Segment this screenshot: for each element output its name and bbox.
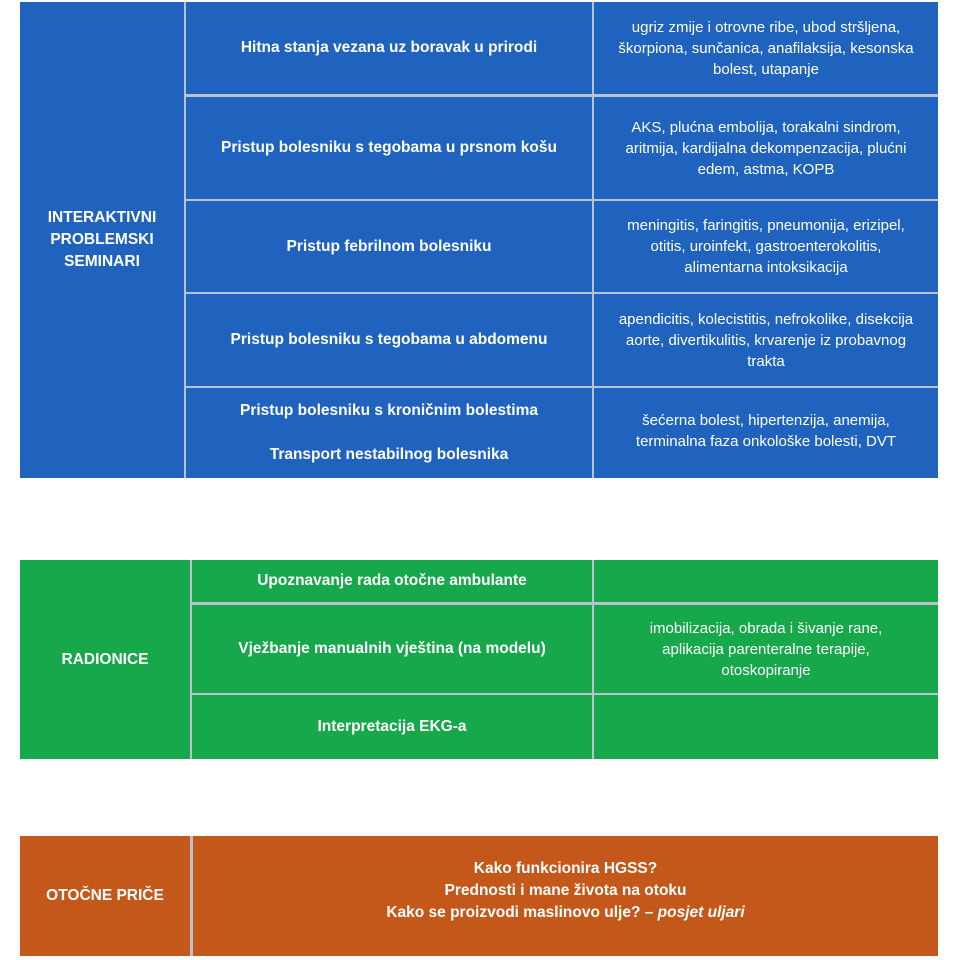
divider xyxy=(186,94,938,97)
seminar-topic-text: Pristup febrilnom bolesniku xyxy=(286,237,492,255)
workshop-topic-text: Upoznavanje rada otočne ambulante xyxy=(257,572,527,589)
seminar-desc-line: AKS, plućna embolija, torakalni sindrom, xyxy=(631,118,901,136)
seminar-topic-4: Pristup bolesniku s tegobama u abdomenu xyxy=(186,294,592,386)
divider xyxy=(592,2,594,478)
seminar-desc-line: šećerna bolest, hipertenzija, anemija, xyxy=(642,412,890,429)
seminars-category-line: INTERAKTIVNI xyxy=(47,209,157,226)
stories-category-text: OTOČNE PRIČE xyxy=(46,887,164,904)
seminar-desc-line: aritmija, kardijalna dekompenzacija, plu… xyxy=(625,139,907,157)
workshop-desc: imobilizacija, obrada i šivanje rane, ap… xyxy=(594,605,938,693)
seminar-topic-1: Hitna stanja vezana uz boravak u prirodi xyxy=(186,2,592,94)
seminar-desc-line: otitis, uroinfekt, gastroenterokolitis, xyxy=(650,238,882,255)
divider xyxy=(186,199,938,201)
workshop-desc-line: imobilizacija, obrada i šivanje rane, xyxy=(649,619,883,637)
seminar-desc-line: škorpiona, sunčanica, anafilaksija, keso… xyxy=(618,39,914,57)
seminar-desc-line: alimentarna intoksikacija xyxy=(684,259,848,276)
seminar-desc-line: trakta xyxy=(747,352,785,370)
workshops-category-text: RADIONICE xyxy=(61,650,149,668)
seminar-topic-5: Pristup bolesniku s kroničnim bolestima … xyxy=(186,388,592,478)
divider xyxy=(190,836,193,956)
divider xyxy=(186,292,938,294)
seminar-topic-2: Pristup bolesniku s tegobama u prsnom ko… xyxy=(186,97,592,199)
seminar-desc-4: apendicitis, kolecistitis, nefrokolike, … xyxy=(594,294,938,386)
seminar-desc-line: meningitis, faringitis, pneumonija, eriz… xyxy=(627,217,905,234)
divider xyxy=(190,560,192,759)
seminars-category-line: SEMINARI xyxy=(64,253,140,270)
seminar-topic-text: Pristup bolesniku s tegobama u abdomenu xyxy=(230,331,548,348)
divider xyxy=(186,386,938,388)
story-visit-text: posjet uljari xyxy=(657,904,745,921)
seminar-desc-line: bolest, utapanje xyxy=(713,60,819,78)
seminar-desc-line: edem, astma, KOPB xyxy=(697,160,835,178)
seminar-desc-1: ugriz zmije i otrovne ribe, ubod stršlje… xyxy=(594,2,938,94)
seminar-desc-line: terminalna faza onkološke bolesti, DVT xyxy=(635,433,897,450)
stories-category: OTOČNE PRIČE xyxy=(20,836,190,956)
story-line: Kako funkcionira HGSS? xyxy=(473,860,658,877)
workshops-table xyxy=(20,560,938,759)
story-line-text: Kako se proizvodi maslinovo ulje? – xyxy=(386,904,658,921)
seminar-topic-text: Transport nestabilnog bolesnika xyxy=(269,446,509,463)
divider xyxy=(192,693,938,695)
workshop-topic-3: Interpretacija EKG-a xyxy=(192,695,592,759)
seminars-category-line: PROBLEMSKI xyxy=(50,231,154,248)
workshops-category: RADIONICE xyxy=(20,560,190,759)
seminar-desc-line: aorte, divertikulitis, krvarenje iz prob… xyxy=(625,331,907,349)
seminar-desc-2: AKS, plućna embolija, torakalni sindrom,… xyxy=(594,97,938,199)
story-line-with-visit: Kako se proizvodi maslinovo ulje? – posj… xyxy=(386,902,744,924)
workshop-desc-line: otoskopiranje xyxy=(721,661,811,679)
stories-table xyxy=(20,836,938,956)
seminars-table xyxy=(20,2,938,478)
workshop-desc-line: aplikacija parenteralne terapije, xyxy=(662,640,870,658)
seminars-category: INTERAKTIVNI PROBLEMSKI SEMINARI xyxy=(20,2,184,478)
workshop-topic-text: Interpretacija EKG-a xyxy=(317,718,467,735)
seminar-topic-3: Pristup febrilnom bolesniku xyxy=(186,201,592,292)
workshop-topic-text: Vježbanje manualnih vještina (na modelu) xyxy=(238,640,546,657)
seminar-topic-text: Pristup bolesniku s tegobama u prsnom ko… xyxy=(221,139,557,156)
seminar-desc-line: apendicitis, kolecistitis, nefrokolike, … xyxy=(618,310,914,328)
workshop-topic-2: Vježbanje manualnih vještina (na modelu) xyxy=(192,605,592,693)
seminar-topic-text: Hitna stanja vezana uz boravak u prirodi xyxy=(240,39,538,56)
workshop-topic-1: Upoznavanje rada otočne ambulante xyxy=(192,560,592,602)
seminar-desc-3: meningitis, faringitis, pneumonija, eriz… xyxy=(594,201,938,292)
seminar-desc-5: šećerna bolest, hipertenzija, anemija, t… xyxy=(594,388,938,478)
seminar-topic-text: Pristup bolesniku s kroničnim bolestima xyxy=(239,402,538,419)
stories-content: Kako funkcionira HGSS? Prednosti i mane … xyxy=(193,836,938,956)
divider xyxy=(192,602,938,605)
seminar-desc-line: ugriz zmije i otrovne ribe, ubod stršlje… xyxy=(631,18,901,36)
divider xyxy=(592,560,594,759)
divider xyxy=(184,2,186,478)
story-line: Prednosti i mane života na otoku xyxy=(444,882,687,899)
